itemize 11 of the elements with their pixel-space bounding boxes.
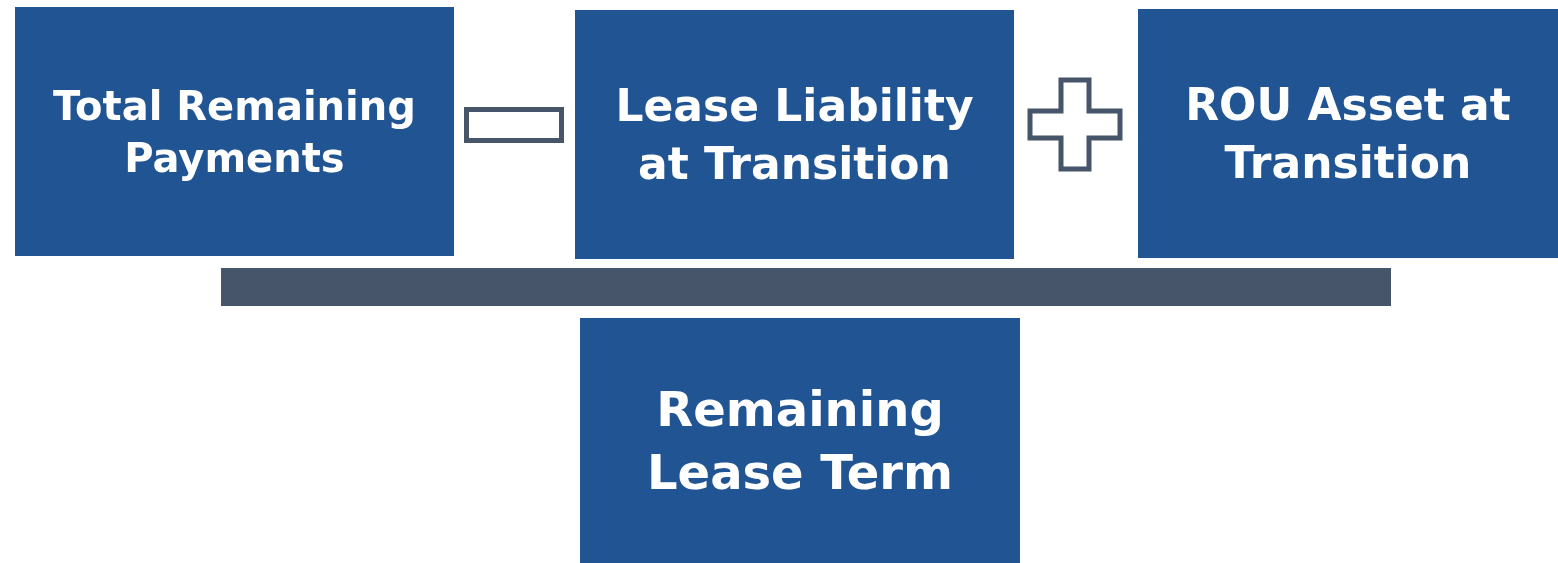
term-box [15,7,454,256]
term-label: ROU Asset at Transition [1184,78,1512,190]
division-bar [221,268,1391,306]
term-label: Remaining Lease Term [646,380,954,502]
term-label: Total Remaining Payments [52,81,417,183]
term-label: Lease Liability at Transition [614,79,975,191]
minus-sign [464,107,564,143]
plus-sign [1027,77,1123,172]
term-box [575,10,1014,259]
term-box [1138,9,1558,258]
term-box [580,318,1020,563]
